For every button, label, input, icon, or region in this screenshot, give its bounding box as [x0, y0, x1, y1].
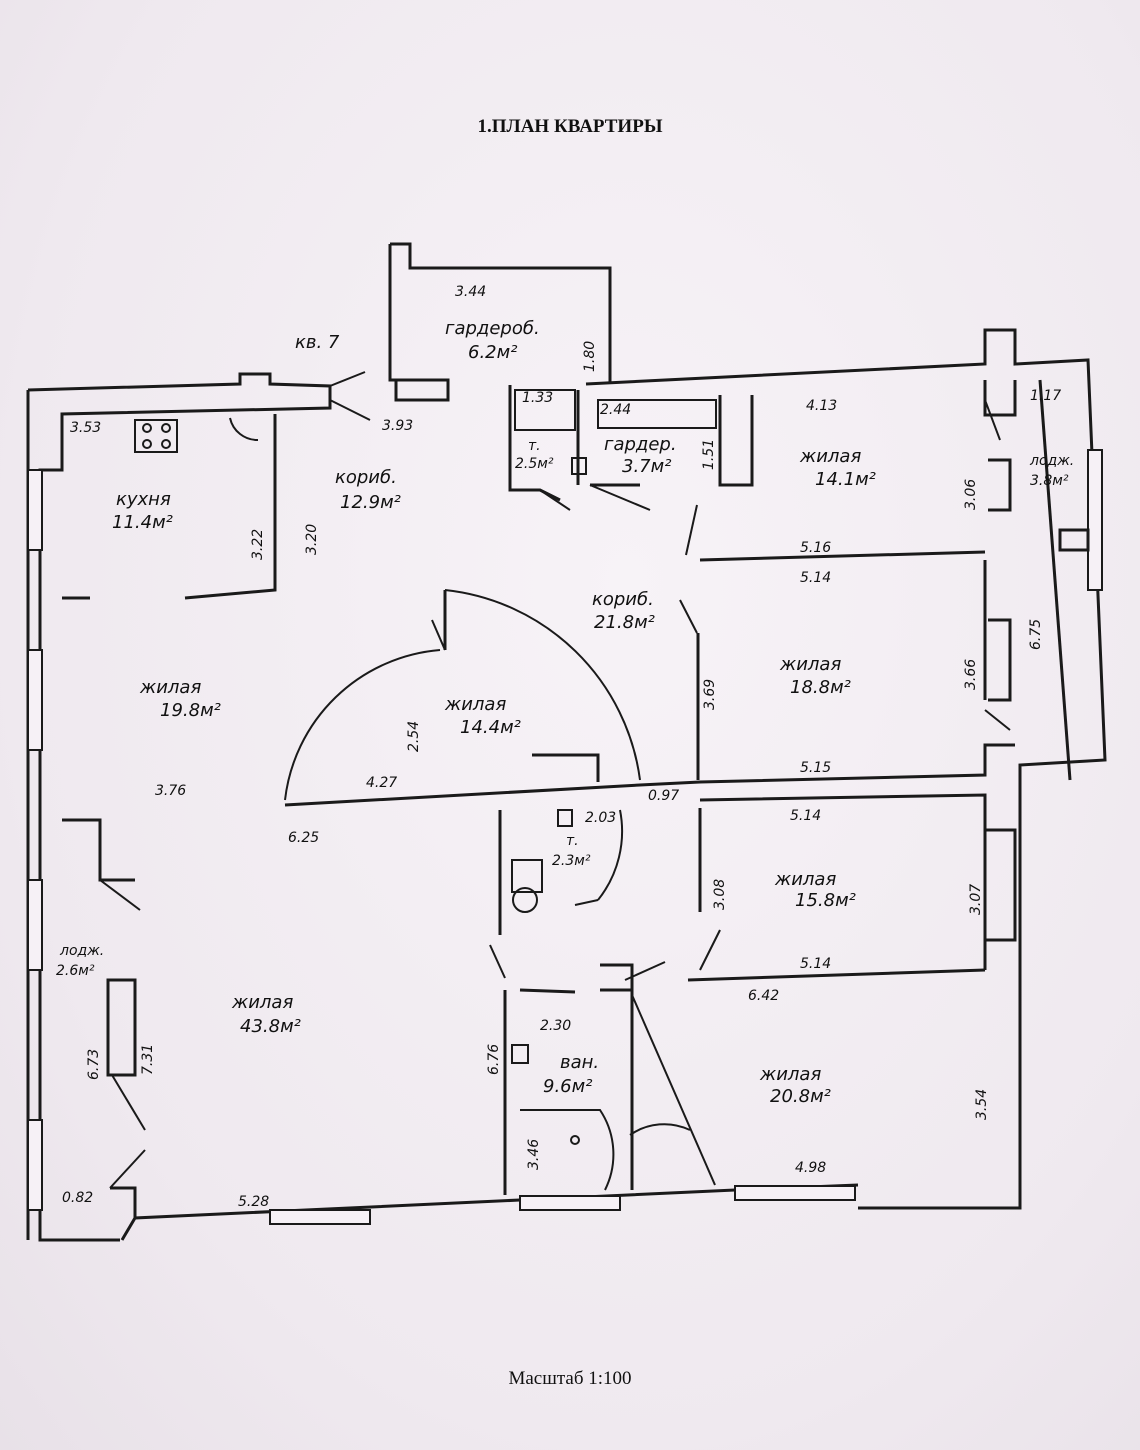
dimension-label: 3.07 — [968, 884, 984, 915]
room-name: жилая — [231, 992, 293, 1013]
dimension-label: 1.17 — [1030, 388, 1061, 404]
dimension-label: 5.14 — [790, 808, 821, 824]
room-name: гардероб. — [445, 318, 540, 339]
interior-walls — [60, 385, 1090, 1218]
dimension-label: 4.27 — [366, 775, 397, 791]
dimension-label: 7.31 — [140, 1044, 156, 1075]
room-name: жилая — [759, 1064, 821, 1085]
apartment-label: кв. 7 — [295, 332, 340, 353]
room-area: 15.8м² — [795, 890, 856, 911]
room-area: 3.7м² — [622, 456, 671, 477]
dimension-label: 3.44 — [455, 284, 486, 300]
room-name: жилая — [444, 694, 506, 715]
room-name: т. — [566, 833, 579, 849]
fixtures — [134, 389, 717, 1145]
dimension-label: 6.76 — [486, 1044, 502, 1075]
dimension-label: 6.73 — [86, 1049, 102, 1080]
dimension-label: 3.76 — [155, 783, 186, 799]
room-area: 12.9м² — [340, 492, 401, 513]
dimension-label: 2.03 — [585, 810, 616, 826]
room-name: лодж. — [1029, 453, 1074, 469]
room-area: 2.6м² — [56, 963, 95, 979]
room-name: кориб. — [592, 589, 654, 610]
room-name: кориб. — [335, 467, 397, 488]
dimension-label: 1.33 — [522, 390, 553, 406]
dimension-label: 5.15 — [800, 760, 831, 776]
plan-title: 1.ПЛАН КВАРТИРЫ — [477, 116, 663, 137]
room-name: лодж. — [59, 943, 104, 959]
room-area: 11.4м² — [112, 512, 173, 533]
door-arcs — [99, 371, 1011, 1191]
room-name: жилая — [139, 677, 201, 698]
dimension-label: 1.80 — [582, 341, 598, 372]
dimension-label: 5.14 — [800, 570, 831, 586]
dimension-label: 0.97 — [648, 788, 679, 804]
dimension-label: 2.54 — [406, 721, 422, 752]
dimension-label: 3.46 — [526, 1139, 542, 1170]
dimension-label: 5.16 — [800, 540, 831, 556]
room-area: 2.5м² — [515, 456, 554, 472]
dimension-label: 4.98 — [795, 1160, 826, 1176]
room-area: 18.8м² — [790, 677, 851, 698]
room-name: кухня — [116, 489, 171, 510]
dimension-label: 6.25 — [288, 830, 319, 846]
room-area: 14.4м² — [460, 717, 521, 738]
dimension-label: 3.06 — [963, 479, 979, 510]
room-name: жилая — [799, 446, 861, 467]
dimension-label: 4.13 — [806, 398, 837, 414]
dimension-label: 3.08 — [712, 879, 728, 910]
dimension-label: 3.22 — [250, 529, 266, 560]
dimension-label: 6.75 — [1028, 619, 1044, 650]
dimension-label: 3.93 — [382, 418, 413, 434]
dimension-label: 5.14 — [800, 956, 831, 972]
dimension-label: 2.30 — [540, 1018, 571, 1034]
dimension-label: 0.82 — [62, 1190, 93, 1206]
room-area: 14.1м² — [815, 469, 876, 490]
room-area: 3.8м² — [1030, 473, 1069, 489]
room-area: 6.2м² — [468, 342, 517, 363]
dimension-label: 3.20 — [304, 524, 320, 555]
room-name: жилая — [779, 654, 841, 675]
dimension-label: 3.66 — [963, 659, 979, 690]
dimension-label: 6.42 — [748, 988, 779, 1004]
windows — [27, 449, 1103, 1225]
room-area: 2.3м² — [552, 853, 591, 869]
room-name: ван. — [560, 1052, 599, 1073]
dimension-label: 2.44 — [600, 402, 631, 418]
room-area: 43.8м² — [240, 1016, 301, 1037]
dimension-labels: 3.44 1.80 3.93 1.33 2.44 1.51 4.13 1.17 … — [62, 284, 1061, 1210]
room-area: 9.6м² — [543, 1076, 592, 1097]
dimension-label: 3.69 — [702, 679, 718, 710]
room-area: 20.8м² — [770, 1086, 831, 1107]
room-name: гардер. — [604, 434, 677, 455]
scale-label: Масштаб 1:100 — [508, 1368, 632, 1389]
dimension-label: 3.54 — [974, 1089, 990, 1120]
room-labels: гардероб. 6.2м² кухня 11.4м² кориб. 12.9… — [56, 318, 1074, 1107]
room-name: жилая — [774, 869, 836, 890]
dimension-label: 3.53 — [70, 420, 101, 436]
room-area: 21.8м² — [594, 612, 655, 633]
room-name: т. — [528, 438, 541, 454]
dimension-label: 5.28 — [238, 1194, 269, 1210]
dimension-label: 1.51 — [701, 439, 717, 470]
room-area: 19.8м² — [160, 700, 221, 721]
